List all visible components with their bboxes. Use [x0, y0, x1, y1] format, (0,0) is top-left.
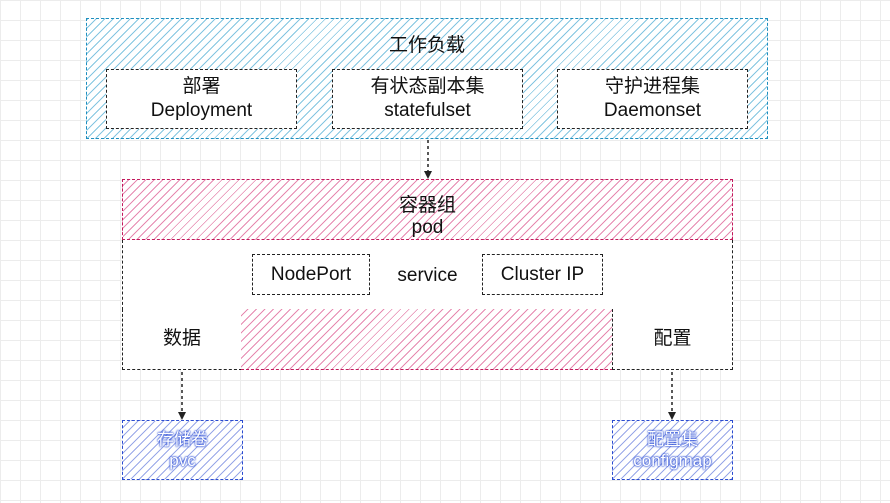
service-row — [122, 240, 733, 310]
data-label: 数据 — [162, 328, 201, 349]
pvc-storage-box[interactable]: 存储卷 pvc — [122, 420, 243, 480]
deployment-en-label: Deployment — [150, 100, 253, 121]
cluster-ip-label: Cluster IP — [500, 263, 585, 285]
data-box[interactable]: 数据 — [122, 309, 242, 370]
nodeport-box[interactable]: NodePort — [252, 254, 370, 295]
configmap-storage-box[interactable]: 配置集 configmap — [612, 420, 733, 480]
statefulset-en-label: statefulset — [384, 100, 471, 121]
daemonset-box[interactable]: 守护进程集 Daemonset — [557, 69, 748, 129]
config-box[interactable]: 配置 — [612, 309, 733, 370]
deployment-box[interactable]: 部署 Deployment — [106, 69, 297, 129]
config-label: 配置 — [653, 328, 692, 349]
service-label: service — [397, 265, 458, 286]
daemonset-en-label: Daemonset — [603, 100, 702, 121]
nodeport-label: NodePort — [270, 263, 352, 285]
workload-title: 工作负载 — [388, 35, 465, 56]
pod-title-en: pod — [411, 217, 444, 238]
daemonset-cn-label: 守护进程集 — [604, 76, 700, 97]
pvc-en-label: pvc — [169, 451, 196, 470]
pod-bottom-fill — [241, 309, 613, 370]
pvc-cn-label: 存储卷 — [157, 430, 208, 449]
configmap-cn-label: 配置集 — [647, 430, 698, 449]
statefulset-box[interactable]: 有状态副本集 statefulset — [332, 69, 523, 129]
pod-header[interactable] — [122, 179, 733, 240]
cluster-ip-box[interactable]: Cluster IP — [482, 254, 603, 295]
statefulset-cn-label: 有状态副本集 — [370, 76, 485, 97]
configmap-en-label: configmap — [633, 451, 712, 470]
pod-title-cn: 容器组 — [398, 195, 456, 216]
deployment-cn-label: 部署 — [182, 76, 221, 97]
